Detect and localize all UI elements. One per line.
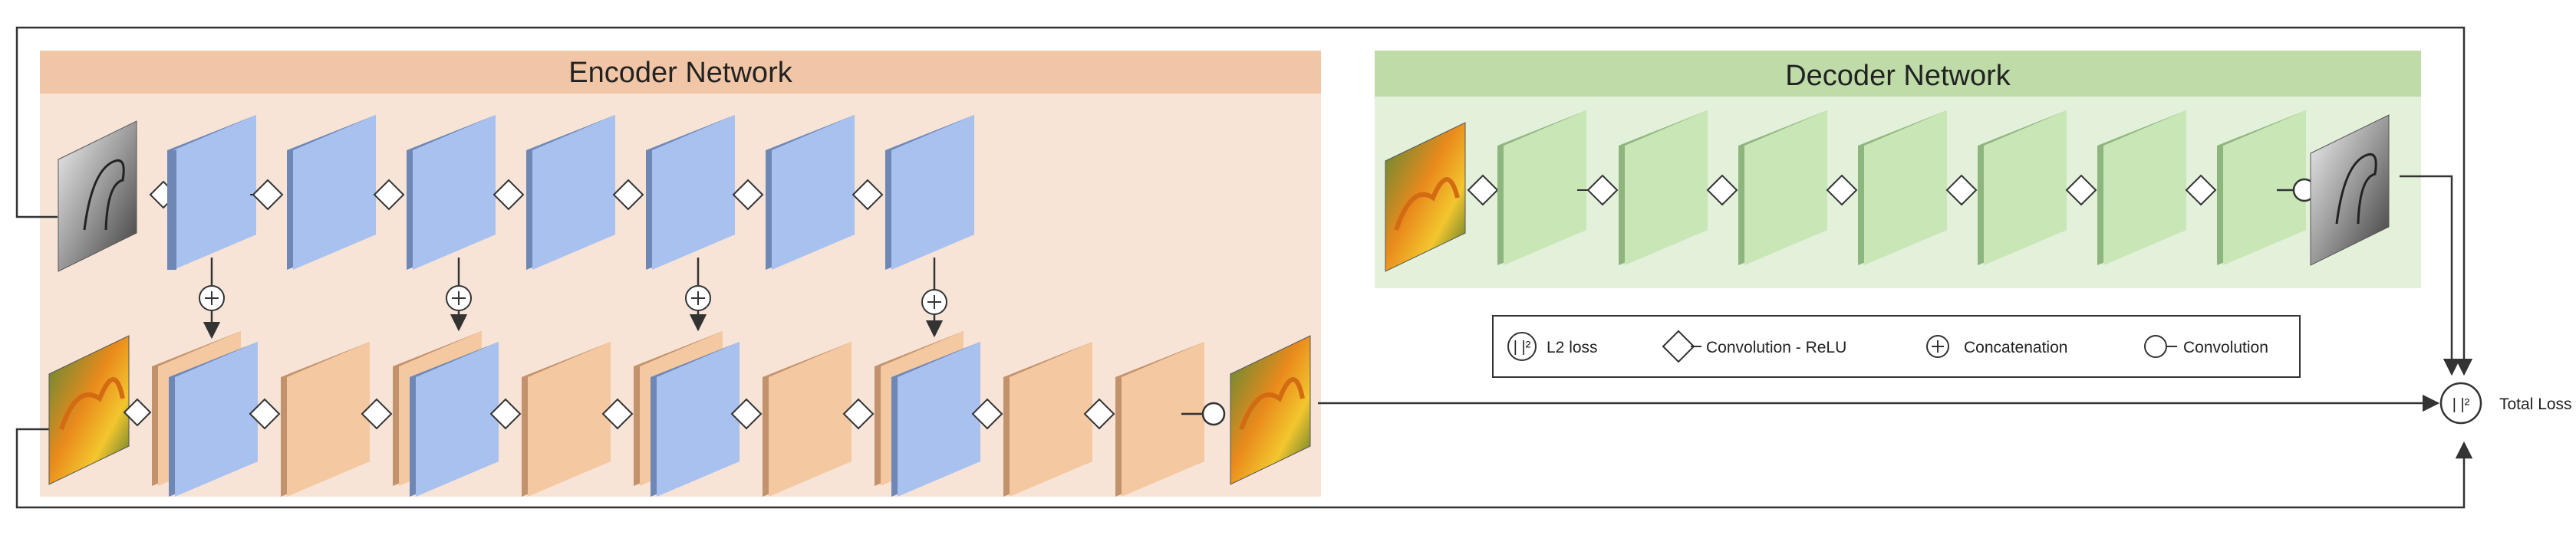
- blue-layer-concat-4: [891, 342, 980, 497]
- legend-concat-label: Concatenation: [1964, 339, 2067, 356]
- diamond-conv-relu: [1706, 174, 1738, 206]
- orange-layer-2: [281, 342, 370, 497]
- encoder-secret-branch: [48, 331, 1311, 497]
- green-layer-5: [1978, 110, 2067, 265]
- diamond-conv-relu: [492, 179, 525, 211]
- legend-conv-label: Convolution: [2183, 339, 2268, 356]
- diamond-conv-relu: [852, 179, 884, 211]
- orange-layer-4: [763, 342, 852, 497]
- decoder-title: Decoder Network: [1785, 60, 2011, 92]
- decoded-to-loss-line: [2400, 175, 2461, 376]
- blue-layer-concat-1: [169, 342, 258, 497]
- green-layer-4: [1858, 110, 1947, 265]
- diamond-conv-relu: [373, 179, 405, 211]
- blue-layer-4: [526, 115, 615, 270]
- loss-symbol: | |²: [2452, 396, 2470, 413]
- concat-symbols: [199, 285, 947, 315]
- green-layer-7: [2217, 110, 2306, 265]
- diamond-conv-relu: [252, 179, 284, 211]
- encoder-header: [40, 51, 1321, 94]
- diamond-conv-relu: [612, 179, 644, 211]
- diamond-conv-relu: [2065, 174, 2097, 206]
- diamond-conv-relu: [1945, 174, 1978, 206]
- decoder-branch: [1385, 110, 2390, 272]
- parrots-photo-icon: [59, 377, 125, 430]
- decoder-input-image: [1385, 122, 1466, 272]
- encoded-image-output: [1230, 335, 1311, 485]
- parrots-photo-icon: [1239, 377, 1305, 431]
- diamond-conv-relu: [730, 398, 763, 430]
- blue-layer-concat-2: [410, 342, 499, 497]
- diamond-conv-relu: [2185, 174, 2217, 206]
- parrots-photo-icon: [1394, 177, 1460, 231]
- total-loss-node: | |²: [2439, 382, 2482, 425]
- conv-circle-icon: [2144, 335, 2177, 358]
- diamond-conv-relu: [1083, 398, 1115, 430]
- orange-layer-5: [1003, 342, 1092, 497]
- concat-plus-icon: [685, 285, 711, 311]
- diamond-conv-relu: [842, 398, 875, 430]
- bird-photo-icon: [83, 159, 125, 231]
- concat-plus-icon: [921, 289, 947, 315]
- diamond-conv-relu: [1826, 174, 1858, 206]
- cover-feedback-line: [15, 26, 2473, 376]
- blue-layer-2: [287, 115, 376, 270]
- orange-layer-3: [522, 342, 611, 497]
- concat-plus-icon: [446, 285, 472, 311]
- circle-conv-icon: [1201, 402, 1226, 426]
- cover-image-input: [58, 120, 137, 272]
- diamond-conv-relu: [971, 398, 1003, 430]
- blue-layer-1: [167, 115, 256, 270]
- encoder-title: Encoder Network: [568, 57, 792, 89]
- diamond-conv-relu: [249, 398, 281, 430]
- secret-image-input: [48, 335, 130, 485]
- diamond-conv-relu: [1586, 174, 1619, 206]
- diamond-conv-relu: [732, 179, 764, 211]
- bird-photo-icon: [2335, 153, 2377, 225]
- legend-box: [1492, 315, 2301, 378]
- diamond-conv-relu: [489, 398, 522, 430]
- green-layer-2: [1619, 110, 1708, 265]
- blue-layer-6: [766, 115, 855, 270]
- orange-layer-6: [1115, 342, 1204, 497]
- secret-feedback-line: [15, 428, 2473, 509]
- concat-connectors: [203, 258, 944, 340]
- green-layer-6: [2097, 110, 2186, 265]
- blue-layer-concat-3: [651, 342, 740, 497]
- legend-l2-label: L2 loss: [1547, 339, 1598, 356]
- decoded-image-output: [2310, 114, 2390, 266]
- diamond-conv-relu: [361, 398, 393, 430]
- l2-loss-icon: | |²: [1507, 332, 1537, 361]
- legend-conv-relu-label: Convolution - ReLU: [1706, 339, 1846, 356]
- svg-text:| |²: | |²: [1514, 339, 1531, 356]
- green-layer-1: [1497, 110, 1586, 265]
- decoder-header: [1375, 51, 2421, 97]
- concat-plus-icon: [1926, 335, 1949, 358]
- concat-plus-icon: [199, 285, 225, 311]
- diamond-conv-relu: [123, 398, 152, 427]
- conv-relu-diamond-icon: [1662, 330, 1701, 363]
- green-layer-3: [1738, 110, 1827, 265]
- diamond-conv-relu: [601, 398, 634, 430]
- encoder-cover-branch: [58, 115, 974, 272]
- blue-layer-7: [885, 115, 974, 270]
- blue-layer-3: [407, 115, 496, 270]
- legend: | |² L2 loss Convolution - ReLU Concaten…: [1492, 315, 2301, 378]
- blue-layer-5: [646, 115, 735, 270]
- total-loss-label: Total Loss: [2499, 396, 2572, 413]
